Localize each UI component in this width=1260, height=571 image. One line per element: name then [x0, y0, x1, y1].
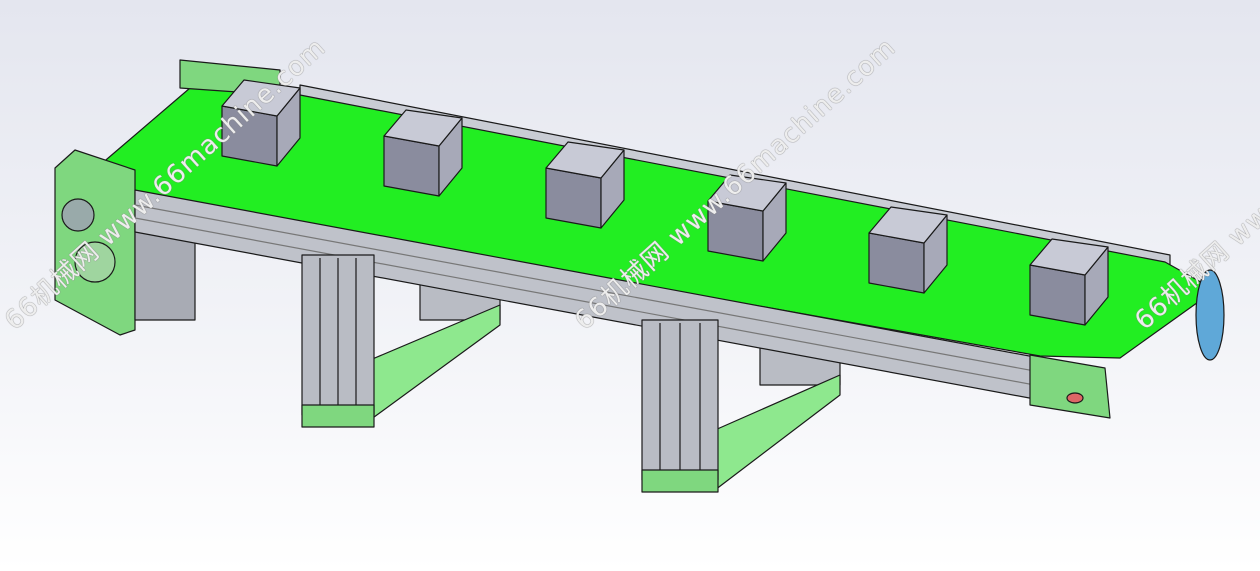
drive-end: [54, 59, 281, 336]
bucket: [1029, 238, 1109, 326]
front-leg-left: [301, 254, 375, 428]
front-leg-right: [641, 319, 719, 493]
bucket: [383, 109, 463, 197]
bucket: [221, 79, 301, 167]
rear-leg-left: [369, 274, 501, 421]
right-drum: [1195, 269, 1225, 361]
bucket: [868, 206, 948, 294]
rear-leg-right: [714, 339, 841, 491]
drive-sprocket: [61, 198, 95, 232]
bucket: [707, 174, 787, 262]
buckets: [221, 79, 1109, 326]
right-end-cap: [1029, 354, 1111, 419]
bucket: [545, 141, 625, 229]
